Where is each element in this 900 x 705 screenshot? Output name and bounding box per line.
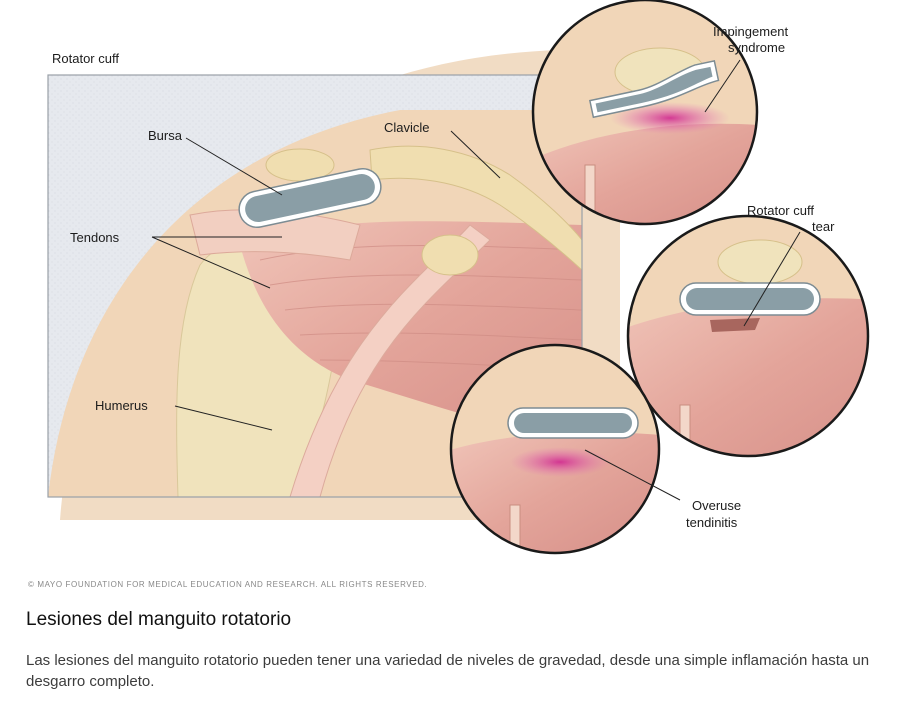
label-tendons: Tendons	[70, 230, 120, 245]
inset-impingement	[531, 0, 759, 226]
bursa-sac	[238, 168, 382, 228]
inset-rotator-cuff-tear	[626, 214, 870, 458]
label-humerus: Humerus	[95, 398, 148, 413]
label-impingement-line2: syndrome	[728, 40, 785, 55]
biceps-tendon	[289, 224, 491, 497]
figure-heading: Rotator cuff	[52, 51, 119, 66]
article-caption: Las lesiones del manguito rotatorio pued…	[26, 652, 870, 690]
label-tendinitis-line1: Overuse	[692, 498, 741, 513]
label-bursa: Bursa	[148, 128, 183, 143]
clavicle-bone	[369, 145, 582, 271]
inset-overuse-tendinitis	[449, 343, 661, 555]
label-tear-line1: Rotator cuff	[747, 203, 814, 218]
copyright-notice: © MAYO FOUNDATION FOR MEDICAL EDUCATION …	[28, 580, 428, 589]
label-tear-line2: tear	[812, 219, 835, 234]
article-title: Lesiones del manguito rotatorio	[26, 609, 292, 630]
label-tendinitis-line2: tendinitis	[686, 515, 738, 530]
label-impingement-line1: Impingement	[713, 24, 789, 39]
label-clavicle: Clavicle	[384, 120, 430, 135]
leader-lines	[151, 59, 801, 501]
